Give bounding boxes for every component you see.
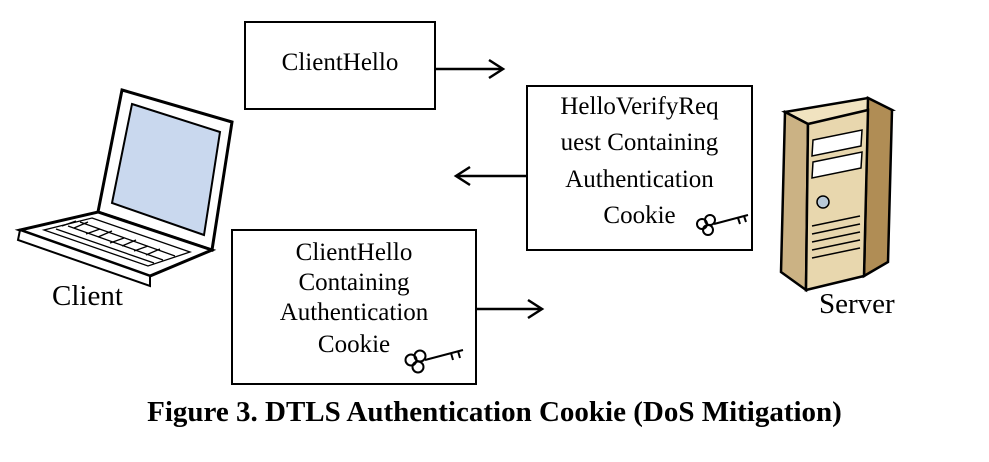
client-hello-text: ClientHello	[281, 49, 399, 76]
figure-caption: Figure 3. DTLS Authentication Cookie (Do…	[147, 396, 842, 428]
hello-verify-request-box: HelloVerifyReq uest Containing Authentic…	[526, 85, 753, 251]
client-hello-cookie-line-4: Cookie	[317, 331, 391, 358]
arrow-right-icon	[436, 58, 506, 80]
arrow-left-icon	[453, 165, 526, 187]
hello-verify-line-3: Authentication	[565, 166, 714, 193]
arrow-right-icon	[473, 298, 545, 320]
key-icon	[404, 349, 464, 374]
client-hello-cookie-line-2: Containing	[298, 269, 410, 296]
hello-verify-line-4: Cookie	[603, 202, 676, 229]
hello-verify-line-2: uest Containing	[560, 129, 719, 156]
server-label: Server	[819, 288, 895, 320]
client-hello-cookie-box: ClientHello Containing Authentication Co…	[231, 229, 477, 385]
hello-verify-line-1: HelloVerifyReq	[560, 93, 719, 120]
client-label: Client	[52, 280, 123, 312]
client-hello-cookie-line-3: Authentication	[279, 299, 429, 326]
client-hello-cookie-line-1: ClientHello	[295, 239, 413, 266]
key-icon	[696, 214, 749, 236]
client-hello-box: ClientHello	[244, 21, 436, 110]
